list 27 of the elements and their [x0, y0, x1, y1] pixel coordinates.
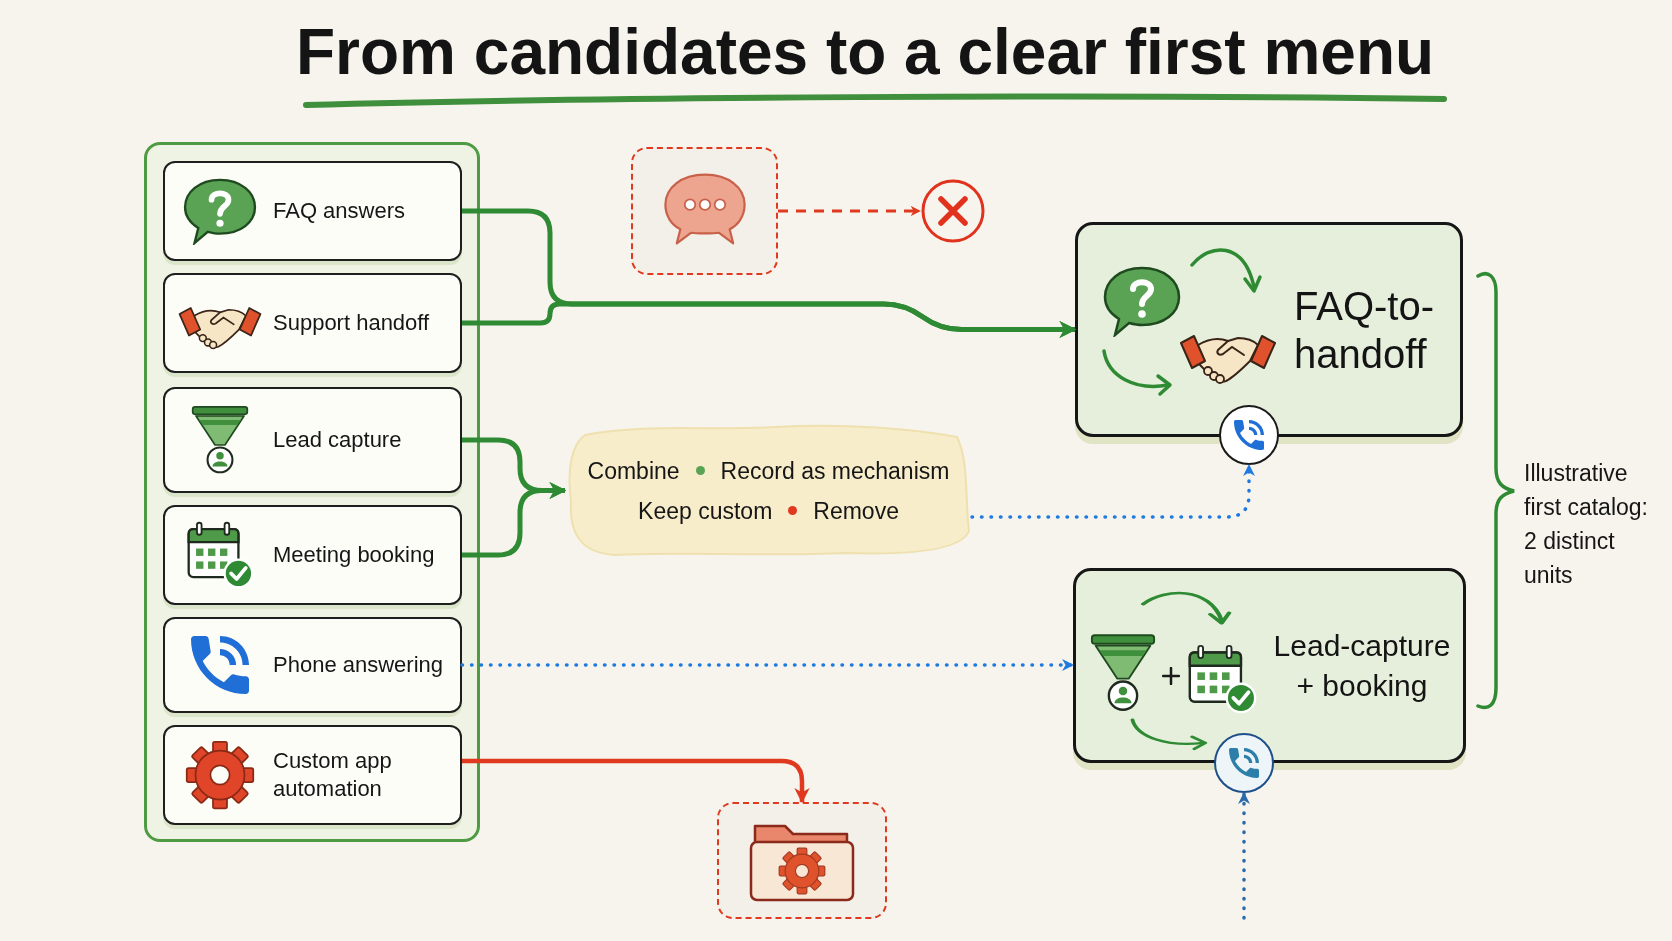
note-text: Keep custom	[638, 496, 773, 526]
arrow	[462, 301, 1077, 338]
note-text: Combine	[587, 456, 680, 486]
arrow	[462, 482, 567, 558]
arrow	[1238, 791, 1250, 920]
title: From candidates to a clear first menu	[296, 15, 1435, 90]
cross-circle-icon	[920, 178, 986, 244]
phone-badge	[1214, 733, 1274, 793]
arrow	[462, 758, 810, 804]
group-panel	[144, 142, 480, 842]
side-note: Illustrative first catalog: 2 distinct units	[1524, 459, 1649, 590]
item-label: Lead capture	[273, 426, 403, 454]
dashed-frame	[717, 802, 887, 919]
item-label: FAQ answers	[273, 197, 407, 225]
arrow	[778, 205, 921, 217]
item-label: Meeting booking	[273, 541, 436, 569]
item-label: Support handoff	[273, 309, 431, 337]
note-text: Record as mechanism	[720, 456, 950, 486]
note-text: Remove	[813, 496, 899, 526]
dashed-frame	[631, 147, 778, 275]
item-label: Custom app automation	[273, 747, 393, 803]
arrow	[460, 659, 1075, 671]
phone-badge	[1219, 405, 1279, 465]
card-title: FAQ-to-handoff	[1294, 282, 1436, 378]
item-label: Phone answering	[273, 651, 444, 679]
arrow	[970, 463, 1255, 519]
card-title: Lead-capture + booking	[1272, 627, 1452, 704]
